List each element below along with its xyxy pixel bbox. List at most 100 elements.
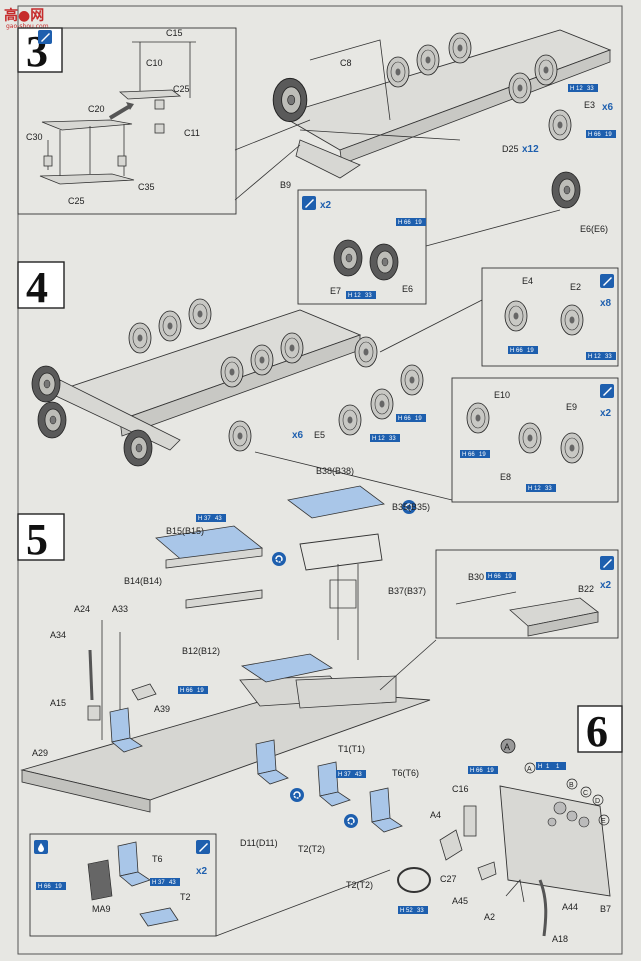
svg-text:1: 1: [556, 764, 560, 770]
callout-a: A: [500, 738, 516, 754]
label-b38: B38(B38): [316, 466, 354, 476]
brush-icon: [302, 196, 316, 210]
brush-icon: [600, 274, 614, 288]
step-5-box: [17, 513, 65, 561]
paint-h37-43: H 37 43: [150, 878, 180, 886]
svg-text:66: 66: [476, 768, 483, 774]
qty-x2: x2: [196, 866, 208, 877]
qty-x8: x8: [600, 298, 612, 309]
label-a34: A34: [50, 630, 66, 640]
bench-b38: [287, 485, 385, 519]
box-b22-detail: [435, 549, 619, 639]
paint-h66-19: H 66 19: [586, 130, 616, 138]
svg-text:43: 43: [215, 516, 222, 522]
svg-text:37: 37: [344, 772, 351, 778]
label-b9: B9: [280, 180, 291, 190]
paint-h37-43: H 37 43: [336, 770, 366, 778]
label-t2: T2: [180, 892, 191, 902]
qty-x2: x2: [320, 200, 332, 211]
label-a2: A2: [484, 912, 495, 922]
brush-icon: [196, 840, 210, 854]
front-wheel-icon: [37, 401, 67, 439]
label-e7: E7: [330, 286, 341, 296]
svg-text:37: 37: [204, 516, 211, 522]
label-a15: A15: [50, 698, 66, 708]
svg-text:66: 66: [404, 416, 411, 422]
svg-text:H: H: [538, 764, 542, 770]
svg-text:19: 19: [55, 884, 62, 890]
paint-h37-43: H 37 43: [196, 514, 226, 522]
seat-t1-icon: [317, 761, 351, 807]
chassis-step-4: [55, 309, 362, 451]
qty-x6-step4: x6: [292, 430, 304, 441]
svg-text:H: H: [510, 348, 514, 354]
callout-e: E: [598, 814, 610, 826]
svg-text:H: H: [398, 220, 402, 226]
svg-text:H: H: [38, 884, 42, 890]
road-wheel-icon: [338, 404, 362, 436]
label-e6: E6: [402, 284, 413, 294]
svg-text:66: 66: [44, 884, 51, 890]
qty-x12: x12: [522, 144, 539, 155]
road-wheel-icon: [354, 336, 378, 368]
callout-b: B: [566, 778, 578, 790]
label-b22: B22: [578, 584, 594, 594]
front-wheel-icon: [272, 77, 308, 123]
svg-text:33: 33: [365, 293, 372, 299]
qty-x2: x2: [600, 408, 612, 419]
paint-h66-19: H 66 19: [396, 414, 426, 422]
brush-icon: [600, 556, 614, 570]
tire-e7-icon: [333, 239, 363, 277]
svg-text:12: 12: [576, 86, 583, 92]
road-wheel-icon: [370, 388, 394, 420]
road-wheel-icon: [386, 56, 410, 88]
paint-h12-33: H 12 33: [526, 484, 556, 492]
label-a4: A4: [430, 810, 441, 820]
label-b12: B12(B12): [182, 646, 220, 656]
label-e3: E3: [584, 100, 595, 110]
label-t1: T1(T1): [338, 744, 365, 754]
watermark-logo: 高●网 gao-shou.com: [4, 7, 49, 30]
svg-text:H: H: [348, 293, 352, 299]
label-e10: E10: [494, 390, 510, 400]
paint-h66-19: H 66 19: [36, 882, 66, 890]
label-e9: E9: [566, 402, 577, 412]
part-c16: [463, 805, 477, 837]
svg-text:H: H: [470, 768, 474, 774]
svg-text:H: H: [398, 416, 402, 422]
callout-d: D: [592, 794, 604, 806]
svg-text:H: H: [198, 516, 202, 522]
road-wheel-e4-icon: [504, 300, 528, 332]
label-b15: B15(B15): [166, 526, 204, 536]
svg-text:43: 43: [355, 772, 362, 778]
road-wheel-e2-icon: [560, 304, 584, 336]
svg-text:19: 19: [487, 768, 494, 774]
svg-text:19: 19: [505, 574, 512, 580]
road-wheel-icon: [548, 109, 572, 141]
svg-text:H: H: [570, 86, 574, 92]
step-4-box: [17, 261, 65, 309]
svg-text:12: 12: [594, 354, 601, 360]
svg-text:H: H: [488, 574, 492, 580]
label-d25: D25: [502, 144, 519, 154]
label-c16: C16: [452, 784, 469, 794]
svg-text:H: H: [180, 688, 184, 694]
label-e6-e6: E6(E6): [580, 224, 608, 234]
label-e8: E8: [500, 472, 511, 482]
label-a18: A18: [552, 934, 568, 944]
svg-text:19: 19: [415, 220, 422, 226]
paint-h12-33: H 12 33: [568, 84, 598, 92]
paint-h66-19: H 66 19: [468, 766, 498, 774]
symmetry-icon: [271, 551, 287, 567]
label-c10: C10: [146, 58, 163, 68]
spare-wheel-icon: [551, 171, 581, 209]
label-c25-top: C25: [173, 84, 190, 94]
qty-x6: x6: [602, 102, 614, 113]
label-a24: A24: [74, 604, 90, 614]
road-wheel-icon: [534, 54, 558, 86]
svg-text:19: 19: [197, 688, 204, 694]
label-t2-t2-a: T2(T2): [298, 844, 325, 854]
paint-h66-19: H 66 19: [486, 572, 516, 580]
